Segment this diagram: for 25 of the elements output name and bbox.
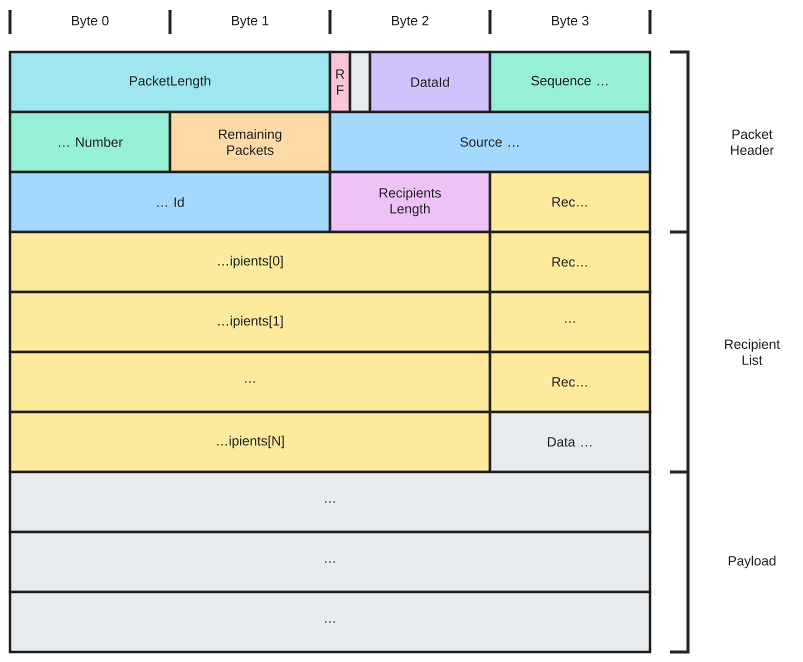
field-cell: Source …	[328, 110, 652, 174]
byte-label: Byte 1	[232, 16, 268, 28]
field-cell: …ipients[N]	[8, 410, 492, 474]
field-cell: PacketLength	[8, 50, 332, 114]
field-cell: …	[8, 530, 652, 594]
field-cell: Data …	[488, 410, 652, 474]
field-cell: Sequence …	[488, 50, 652, 114]
section-label: Recipient List	[725, 339, 780, 365]
field-cell: …	[8, 590, 652, 654]
byte-label: Byte 2	[392, 16, 428, 28]
field-cell: …	[488, 290, 652, 354]
field-cell: … Id	[8, 170, 332, 234]
section-label: Packet Header	[731, 129, 774, 155]
byte-label: Byte 0	[72, 16, 109, 28]
reserved-cell	[348, 50, 372, 114]
field-cell: Recipients Length	[328, 170, 492, 234]
field-cell: R F	[328, 50, 352, 114]
field-cell: Rec…	[488, 230, 652, 294]
field-cell: Rec…	[488, 350, 652, 414]
section-label: Payload	[728, 556, 776, 568]
field-cell: DataId	[368, 50, 492, 114]
field-cell: Rec…	[488, 170, 652, 234]
byte-label: Byte 3	[552, 16, 588, 28]
field-cell: Remaining Packets	[168, 110, 332, 174]
field-cell: … Number	[8, 110, 172, 174]
